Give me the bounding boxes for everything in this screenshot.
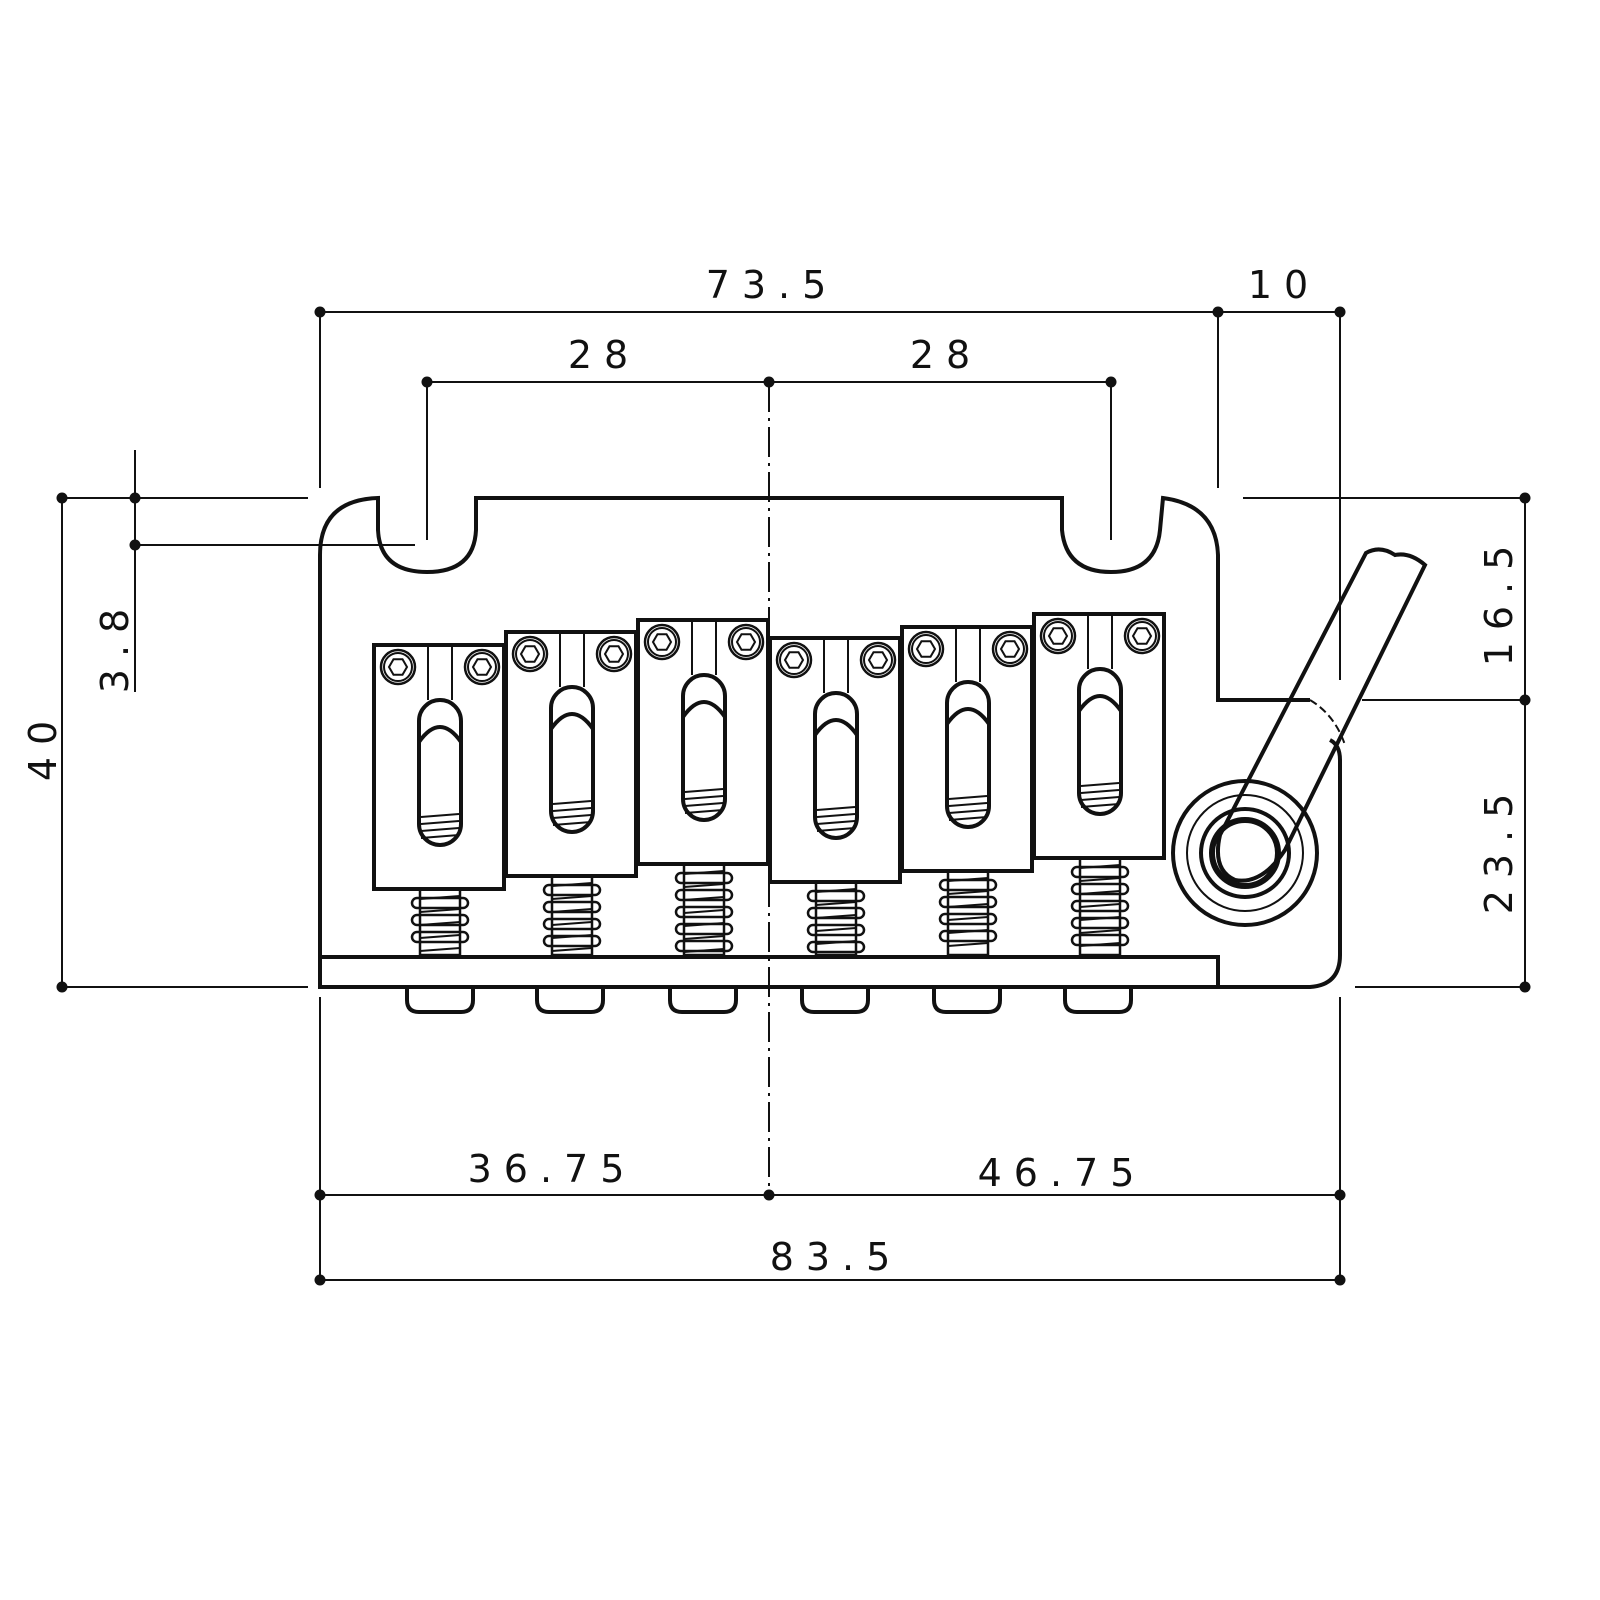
dimension-dot <box>1105 376 1117 388</box>
dimension-dot <box>314 1189 326 1201</box>
dim-left-post-spacing: 28 <box>568 333 640 377</box>
mounting-screw-head <box>535 988 605 1014</box>
mounting-screw-head <box>932 988 1002 1014</box>
mounting-screw-head <box>800 988 870 1014</box>
string-slot <box>1077 667 1123 816</box>
hex-screw-icon <box>595 635 633 673</box>
dim-height-total: 40 <box>21 709 65 781</box>
dim-arm-offset: 10 <box>1248 263 1320 307</box>
intonation-spring <box>674 862 734 957</box>
saddle <box>504 630 638 957</box>
hidden-arc <box>1309 699 1346 746</box>
intonation-spring <box>410 887 470 957</box>
dimension-dot <box>129 492 141 504</box>
dimension-dots <box>56 306 1531 1286</box>
dimension-lines <box>61 311 1526 1281</box>
dim-right-post-spacing: 28 <box>910 333 982 377</box>
dimension-dot <box>129 539 141 551</box>
dimension-dot <box>1519 492 1531 504</box>
hex-screw-icon <box>907 630 945 668</box>
hex-screw-icon <box>1123 617 1161 655</box>
saddle <box>636 618 770 957</box>
hex-screw-icon <box>775 641 813 679</box>
dimension-dot <box>1519 981 1531 993</box>
string-slot <box>945 680 991 829</box>
saddle <box>768 636 902 957</box>
intonation-spring <box>938 869 998 957</box>
dimension-dot <box>56 492 68 504</box>
dim-overall-bottom: 83.5 <box>770 1235 903 1279</box>
dim-right-upper: 16.5 <box>1477 534 1521 667</box>
dim-left-to-center: 36.75 <box>468 1147 637 1191</box>
string-slot <box>417 698 463 847</box>
dimension-dot <box>314 306 326 318</box>
mounting-screw-head <box>668 988 738 1014</box>
saddle-block <box>1032 612 1166 860</box>
hex-screw-icon <box>1039 617 1077 655</box>
dim-center-to-right: 46.75 <box>978 1151 1147 1195</box>
dimension-dot <box>763 376 775 388</box>
dim-slot-depth: 3.8 <box>93 597 137 693</box>
string-slot <box>813 691 859 840</box>
dim-right-lower: 23.5 <box>1477 782 1521 915</box>
hex-screw-icon <box>859 641 897 679</box>
dim-overall-top: 73.5 <box>706 263 839 307</box>
intonation-spring <box>1070 856 1130 957</box>
tremolo-arm <box>1171 547 1428 927</box>
dimension-dot <box>314 1274 326 1286</box>
bottom-screw-nubs <box>405 988 1133 1014</box>
saddle <box>900 625 1034 957</box>
saddles <box>372 612 1166 957</box>
intonation-spring <box>542 874 602 957</box>
mounting-screw-head <box>1063 988 1133 1014</box>
hex-screw-icon <box>379 648 417 686</box>
dimension-dot <box>1334 1189 1346 1201</box>
dimension-dot <box>763 1189 775 1201</box>
dimension-dot <box>1334 306 1346 318</box>
saddle <box>1032 612 1166 957</box>
hex-screw-icon <box>727 623 765 661</box>
intonation-spring <box>806 880 866 957</box>
hex-screw-icon <box>511 635 549 673</box>
hex-screw-icon <box>643 623 681 661</box>
dimension-dot <box>1519 694 1531 706</box>
hex-screw-icon <box>463 648 501 686</box>
string-slot <box>549 685 595 834</box>
dimension-dot <box>1212 306 1224 318</box>
saddle <box>372 643 506 957</box>
dimension-dot <box>1334 1274 1346 1286</box>
mounting-screw-head <box>405 988 475 1014</box>
string-slot <box>681 673 727 822</box>
hex-screw-icon <box>991 630 1029 668</box>
dimension-dot <box>56 981 68 993</box>
dimension-dot <box>421 376 433 388</box>
